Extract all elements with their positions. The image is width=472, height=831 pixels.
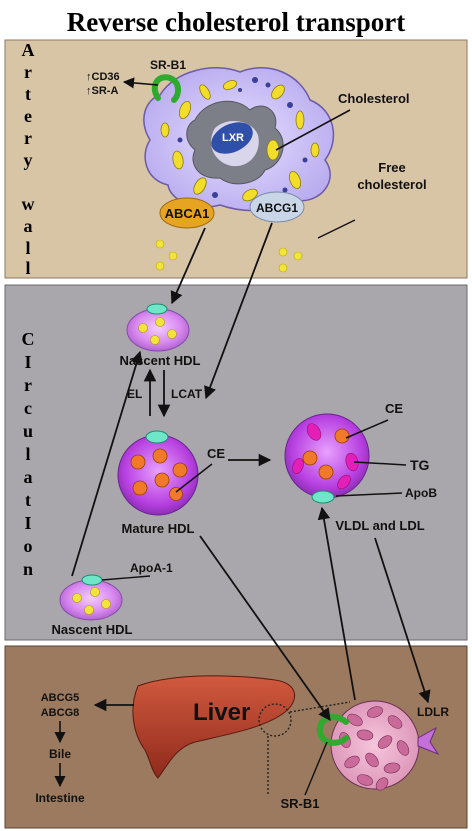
vldl-to-ldlr-arrow	[374, 537, 431, 704]
ldlr-receptor	[417, 726, 440, 756]
ce-vldl-pointer	[345, 419, 389, 439]
ce-mature-pointer	[175, 463, 213, 493]
nascent-hdl-bottom	[59, 574, 123, 621]
apoa1-label: ApoA-1	[130, 561, 173, 575]
cholesterol-pointer	[275, 109, 351, 151]
abca1-to-nascent-hdl-arrow	[170, 227, 206, 305]
liver-to-vldl-arrow	[317, 506, 356, 701]
intestine-label: Intestine	[35, 791, 85, 805]
sr-b1-bottom-label: SR-B1	[280, 796, 319, 811]
svg-text:w: w	[22, 194, 35, 214]
svg-text:a: a	[24, 216, 33, 236]
sr-a-label: ↑SR-A	[86, 85, 118, 97]
liver-organ	[132, 675, 295, 779]
svg-text:l: l	[25, 238, 30, 258]
abca1-label: ABCA1	[165, 206, 210, 221]
lcat-label: LCAT	[171, 387, 203, 401]
svg-text:u: u	[23, 421, 33, 441]
svg-text:r: r	[24, 62, 32, 82]
liver-zoom-circle	[258, 703, 292, 737]
abcg8-label: ABCG8	[41, 707, 80, 719]
free-cholesterol-pointer	[317, 219, 356, 239]
svg-text:n: n	[23, 559, 33, 579]
svg-text:l: l	[25, 258, 30, 278]
vldl-ldl-particle	[284, 413, 370, 504]
artery-wall-vertical-label: A r t e r y w a l l	[22, 40, 35, 278]
svg-text:y: y	[24, 150, 33, 170]
macrophage-cell: LXR	[143, 67, 335, 212]
abcg1-transporter	[249, 191, 305, 223]
svg-text:a: a	[24, 467, 33, 487]
hepatocyte-closeup	[330, 700, 420, 791]
bile-label: Bile	[49, 747, 71, 761]
svg-text:r: r	[24, 375, 32, 395]
diagram-title: Reverse cholesterol transport	[67, 7, 405, 37]
liver-label: Liver	[193, 699, 250, 726]
mature-hdl-to-liver-arrow	[199, 535, 331, 722]
mature-hdl	[117, 430, 199, 516]
svg-text:r: r	[24, 128, 32, 148]
svg-text:t: t	[25, 84, 31, 104]
sr-b1-arrow	[122, 77, 159, 89]
nascent-hdl-top-label: Nascent HDL	[120, 353, 201, 368]
ce-mature-label: CE	[207, 446, 225, 461]
svg-text:c: c	[24, 398, 32, 418]
apob-pointer	[335, 492, 403, 497]
mature-hdl-label: Mature HDL	[122, 521, 195, 536]
svg-text:I: I	[24, 513, 31, 533]
svg-text:l: l	[25, 444, 30, 464]
free-cholesterol-label-2: cholesterol	[357, 177, 426, 192]
free-cholesterol-dots	[155, 239, 303, 273]
svg-text:t: t	[25, 490, 31, 510]
el-label: EL	[127, 387, 142, 401]
sr-b1-top-label: SR-B1	[150, 58, 186, 72]
nascent-hdl-bottom-label: Nascent HDL	[52, 622, 133, 637]
svg-text:C: C	[22, 329, 35, 349]
apob-label: ApoB	[405, 486, 437, 500]
cd36-label: ↑CD36	[86, 71, 120, 83]
svg-text:o: o	[24, 536, 33, 556]
tg-label: TG	[410, 457, 430, 473]
svg-text:A: A	[22, 40, 35, 60]
abca1-transporter	[159, 197, 215, 229]
nascent-hdl-top	[126, 303, 190, 352]
sr-b1-receptor-bottom	[316, 714, 349, 746]
lxr-label: LXR	[222, 132, 244, 144]
abcg1-label: ABCG1	[256, 201, 298, 215]
nascent-bottom-to-top-arrow	[71, 350, 143, 577]
abcg1-to-mature-hdl-arrow	[204, 222, 273, 400]
lxr-nucleus	[211, 122, 253, 154]
apoa1-pointer	[101, 575, 151, 581]
vldl-ldl-label: VLDL and LDL	[335, 518, 424, 533]
free-cholesterol-label-1: Free	[378, 160, 405, 175]
svg-text:e: e	[24, 106, 32, 126]
circulation-vertical-label: C I r c u l a t I o n	[22, 329, 35, 579]
ldlr-label: LDLR	[417, 705, 449, 719]
sr-b1-receptor-top	[151, 74, 182, 103]
abcg5-label: ABCG5	[41, 692, 80, 704]
svg-text:I: I	[24, 352, 31, 372]
lipid-droplets	[160, 80, 320, 202]
ce-vldl-label: CE	[385, 401, 403, 416]
sr-b1-bottom-pointer	[304, 741, 328, 796]
tg-pointer	[353, 461, 407, 466]
cholesterol-label: Cholesterol	[338, 91, 410, 106]
